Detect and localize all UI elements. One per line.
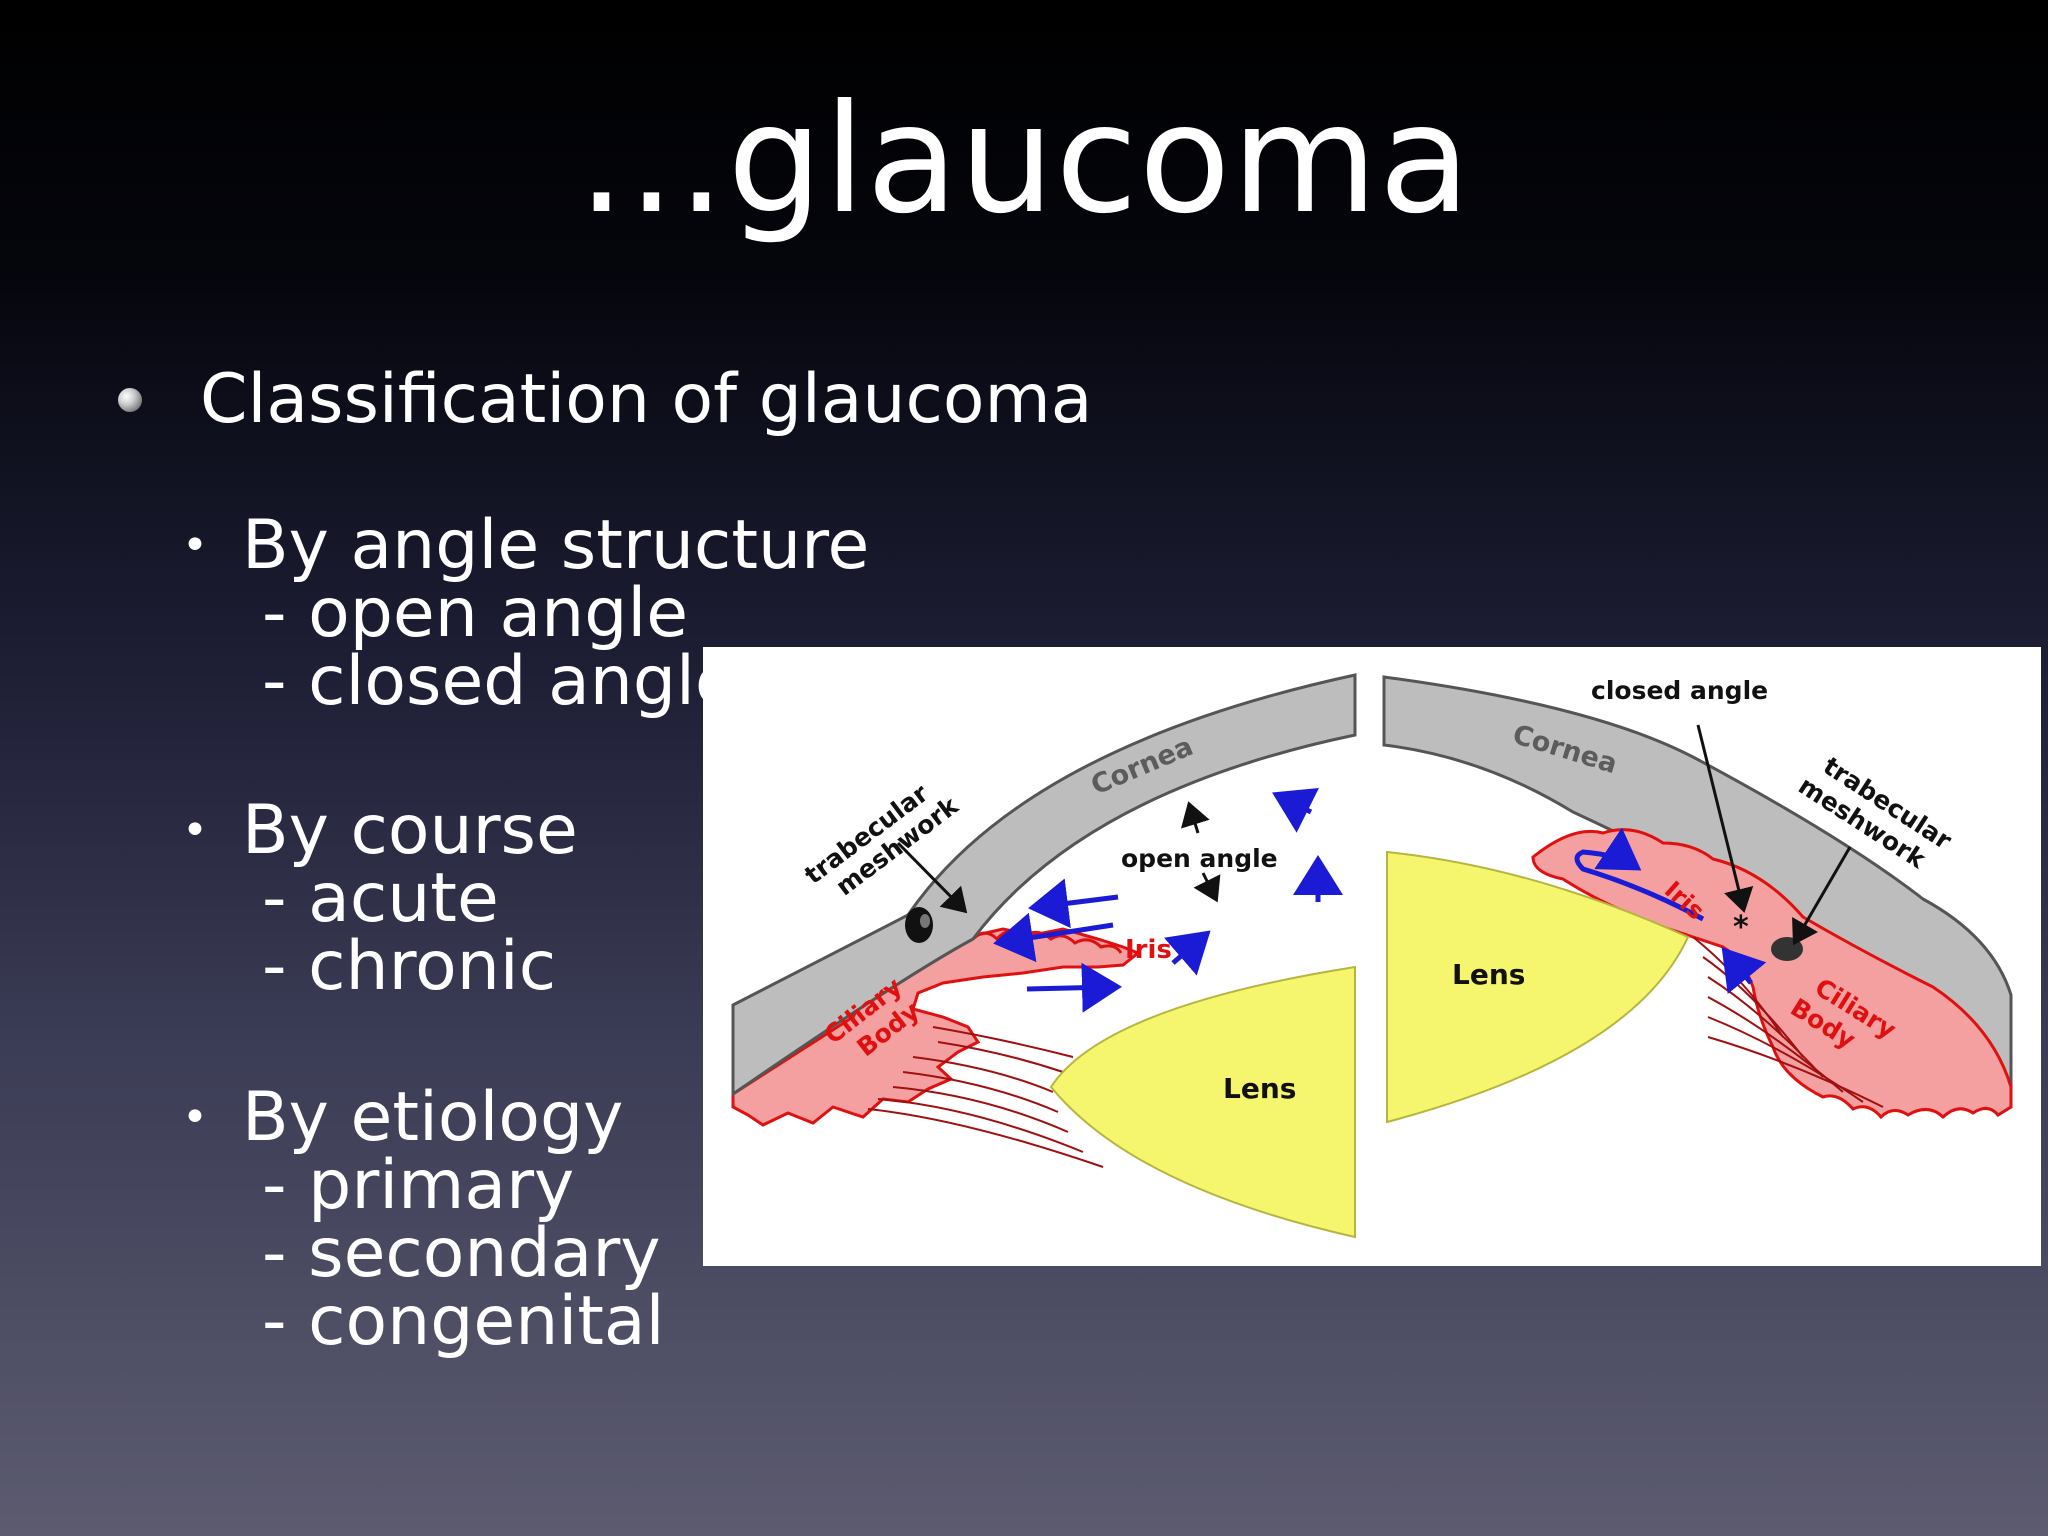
group-item: - secondary	[262, 1214, 661, 1293]
group-item: - primary	[262, 1146, 575, 1225]
bullet-dot-icon: •	[182, 805, 208, 856]
left-iris-label: Iris	[1125, 935, 1172, 965]
left-pointer-arrows	[896, 801, 1221, 914]
group-angle-structure: •By angle structure - open angle - close…	[182, 512, 869, 716]
right-marker-label: *	[1733, 910, 1749, 945]
right-zonule-fibers	[1692, 936, 1884, 1108]
left-cornea	[731, 673, 1357, 1097]
main-bullet: Classification of glaucoma	[118, 360, 1092, 440]
bullet-dot-icon: •	[182, 520, 208, 571]
left-zonule-fibers	[867, 1026, 1104, 1168]
slide-title: …glaucoma	[576, 73, 1472, 247]
right-flow-arrows	[1574, 827, 1767, 995]
eye-angle-diagram: Cornea trabecular meshwork open angle Ir…	[703, 647, 2041, 1266]
group-heading: By course	[242, 791, 578, 870]
group-etiology: •By etiology - primary - secondary - con…	[182, 1084, 664, 1356]
right-pointer-arrows	[1696, 724, 1852, 946]
bullet-dot-icon: •	[182, 1092, 208, 1143]
bullet-orb-icon	[118, 388, 142, 412]
group-item: - congenital	[262, 1282, 665, 1361]
group-heading: By angle structure	[242, 506, 870, 585]
left-lens	[1049, 965, 1356, 1239]
right-trabecular-meshwork-blob	[1771, 937, 1803, 961]
group-item: - open angle	[262, 574, 689, 653]
right-lens	[1386, 850, 1690, 1124]
group-item: - chronic	[262, 927, 557, 1006]
left-lens-label: Lens	[1223, 1072, 1296, 1105]
left-panel-open-angle: Cornea trabecular meshwork open angle Ir…	[731, 673, 1357, 1239]
group-course: •By course - acute - chronic	[182, 797, 578, 1001]
main-bullet-text: Classification of glaucoma	[200, 360, 1093, 439]
right-panel-closed-angle: closed angle Cornea trabecular meshwork …	[1382, 675, 2013, 1124]
group-heading: By etiology	[242, 1078, 624, 1157]
left-flow-arrows	[993, 788, 1343, 1013]
left-angle-label: open angle	[1121, 844, 1278, 873]
right-lens-label: Lens	[1452, 958, 1525, 991]
right-angle-label: closed angle	[1591, 676, 1768, 705]
right-ciliary-body	[1531, 828, 2013, 1120]
group-item: - acute	[262, 859, 499, 938]
